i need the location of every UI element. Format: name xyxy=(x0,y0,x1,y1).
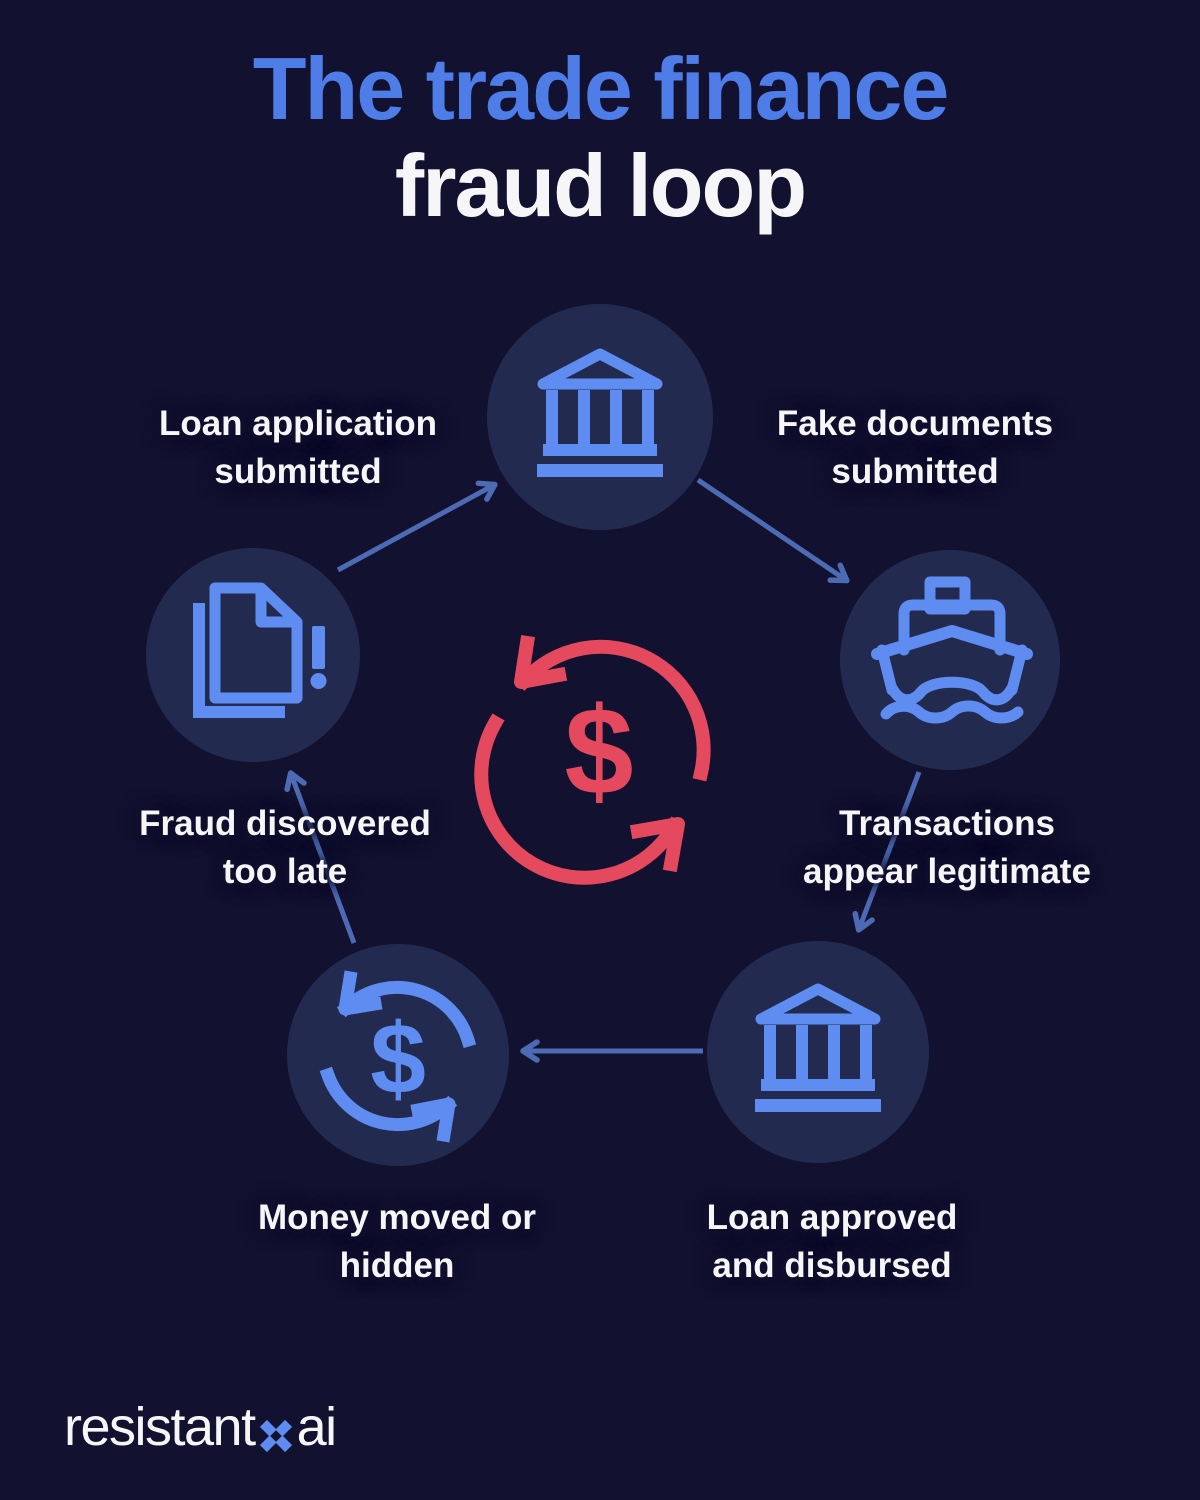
brand-logo-suffix: ai xyxy=(296,1397,338,1457)
node-bank-bottom xyxy=(707,941,929,1163)
step-label-line: and disbursed xyxy=(712,1246,952,1285)
page-title: The trade finance fraud loop xyxy=(0,40,1200,234)
step-label-fraud-discovered: Fraud discovered too late xyxy=(75,800,495,896)
arrow-documents-to-bank-top xyxy=(336,480,498,573)
flow-arrows xyxy=(284,477,922,1063)
brand-logo-word: resistant xyxy=(64,1397,256,1457)
currency-cycle-dollar: $ xyxy=(565,683,634,821)
step-label-line: Loan application xyxy=(158,404,438,443)
step-label-transactions-legitimate: Transactions appear legitimate xyxy=(737,800,1157,896)
arrow-bank-top-to-ship xyxy=(696,477,850,584)
money-cycle-icon xyxy=(319,970,477,1143)
currency-cycle-icon xyxy=(474,635,711,885)
page-title-line-2: fraud loop xyxy=(394,136,807,235)
step-label-loan-approved: Loan approved and disbursed xyxy=(622,1194,1042,1290)
money-cycle-dollar: $ xyxy=(370,1003,426,1115)
step-label-fake-documents: Fake documents submitted xyxy=(705,400,1125,496)
step-label-money-moved: Money moved or hidden xyxy=(187,1194,607,1290)
arrow-money-to-documents xyxy=(284,770,357,944)
logo-x-mark-icon xyxy=(259,1419,292,1453)
step-label-line: Fake documents xyxy=(776,404,1054,443)
step-label-line: submitted xyxy=(831,452,999,491)
node-bank-top xyxy=(487,304,713,530)
arrow-ship-to-bank-bottom xyxy=(852,771,922,933)
step-label-line: Transactions xyxy=(839,804,1055,843)
step-label-line: Loan approved xyxy=(706,1198,958,1237)
step-label-line: appear legitimate xyxy=(803,852,1091,891)
brand-logo: resistant ai xyxy=(64,1396,338,1458)
step-label-line: too late xyxy=(222,852,348,891)
step-label-line: submitted xyxy=(214,452,382,491)
page-title-line-1: The trade finance xyxy=(252,39,950,138)
step-label-line: Fraud discovered xyxy=(139,804,431,843)
step-label-line: hidden xyxy=(339,1246,455,1285)
step-label-loan-application: Loan application submitted xyxy=(88,400,508,496)
step-label-line: Money moved or xyxy=(257,1198,537,1237)
node-flagged-documents xyxy=(146,548,360,762)
